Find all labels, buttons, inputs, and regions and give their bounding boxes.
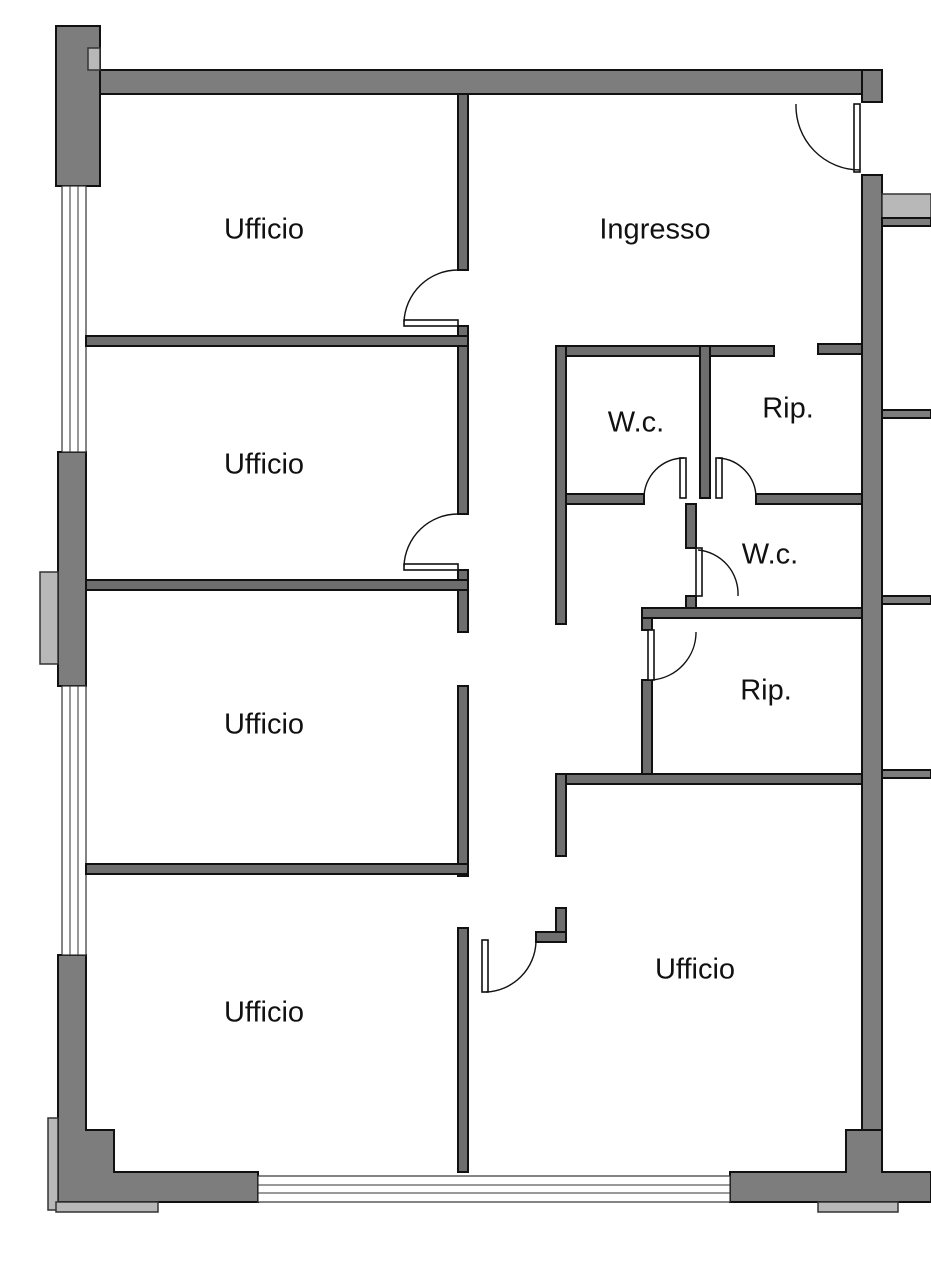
windows bbox=[61, 185, 731, 1203]
room-label-office-3: Ufficio bbox=[224, 709, 304, 741]
room-labels: Ufficio Ingresso Ufficio W.c. Rip. W.c. … bbox=[224, 214, 814, 1029]
room-label-rip-1: Rip. bbox=[762, 393, 814, 425]
room-label-office-4: Ufficio bbox=[224, 997, 304, 1029]
office-1-door[interactable] bbox=[403, 269, 459, 327]
rip-1-door[interactable] bbox=[715, 457, 757, 499]
exterior-walls bbox=[39, 25, 931, 1213]
room-label-office-5: Ufficio bbox=[655, 954, 735, 986]
interior-walls bbox=[85, 93, 863, 1173]
office-2-door[interactable] bbox=[403, 513, 459, 571]
wc-2-door[interactable] bbox=[695, 547, 739, 597]
office-6-door[interactable] bbox=[481, 939, 537, 993]
wc-1-door[interactable] bbox=[643, 457, 687, 499]
entrance-door[interactable] bbox=[795, 103, 861, 173]
room-label-rip-2: Rip. bbox=[740, 675, 792, 707]
room-label-entrance: Ingresso bbox=[599, 214, 710, 246]
rip-2-door[interactable] bbox=[647, 629, 697, 681]
room-label-office-2: Ufficio bbox=[224, 449, 304, 481]
room-label-wc-1: W.c. bbox=[608, 407, 664, 439]
doors bbox=[403, 103, 861, 993]
room-label-office-1: Ufficio bbox=[224, 214, 304, 246]
room-label-wc-2: W.c. bbox=[742, 539, 798, 571]
